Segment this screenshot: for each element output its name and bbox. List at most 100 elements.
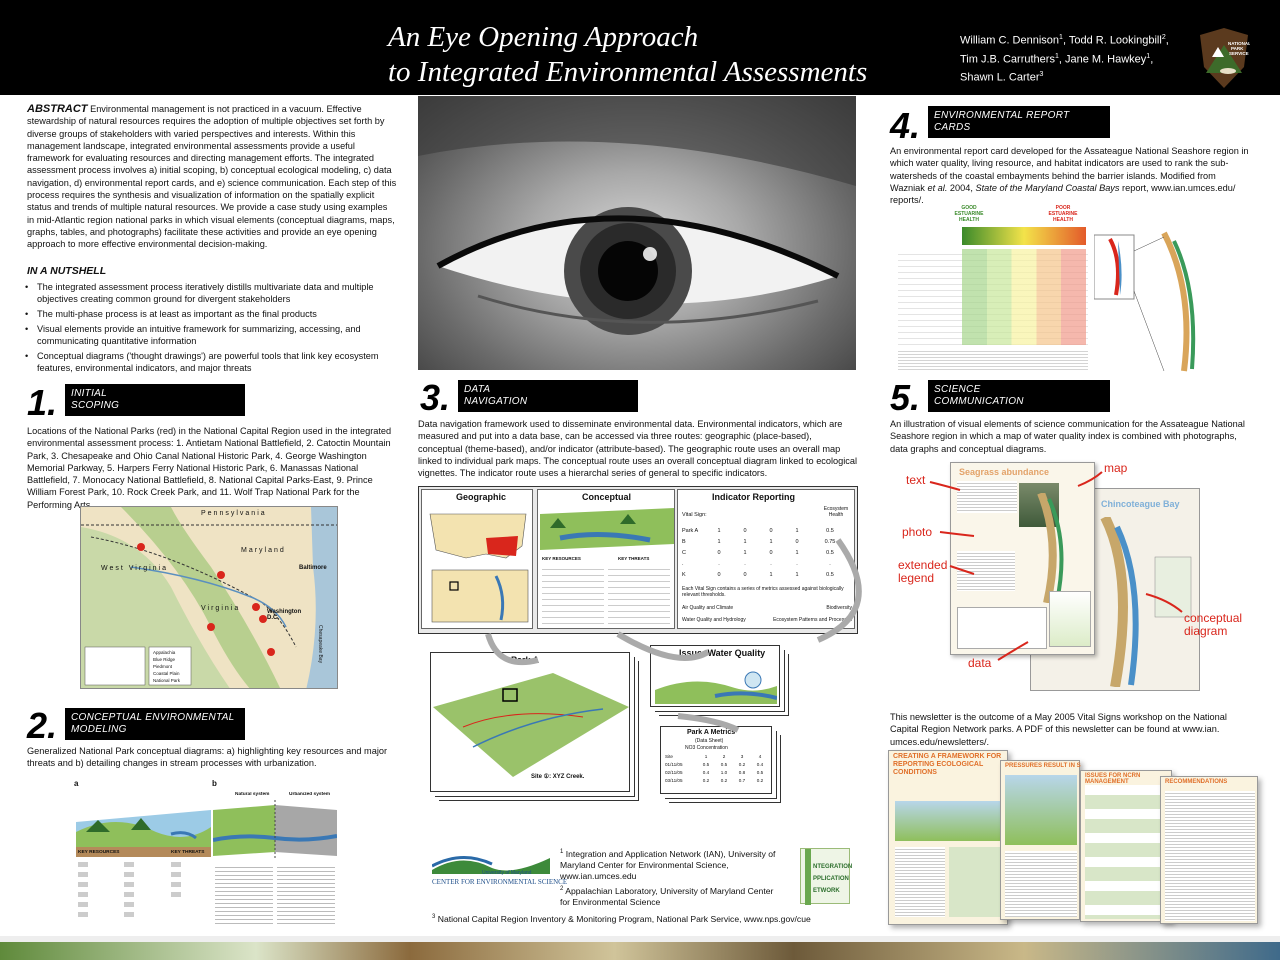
- affiliation-3: 3 National Capital Region Inventory & Mo…: [432, 913, 811, 924]
- geographic-panel: Geographic: [421, 489, 533, 629]
- poster-header: An Eye Opening Approach to Integrated En…: [0, 0, 1280, 95]
- author-list: William C. Dennison1, Todd R. Lookingbil…: [960, 34, 1169, 84]
- section-4-text: An environmental report card developed f…: [890, 146, 1249, 206]
- issue-heading: Issue: Water Quality: [679, 648, 766, 658]
- conceptual-diagram-a: KEY RESOURCES KEY THREATS: [76, 792, 211, 930]
- metrics-parameter: NO3 Concentration: [685, 745, 728, 751]
- nutshell-list: The integrated assessment process iterat…: [22, 281, 394, 377]
- map-label: Baltimore: [299, 565, 327, 571]
- newsletter-thumb-4: RECOMMENDATIONS: [1160, 776, 1258, 924]
- nutshell-heading: IN A NUTSHELL: [27, 265, 107, 277]
- newsletter-page-front: Seagrass abundance: [950, 462, 1095, 655]
- seagrass-title: Seagrass abundance: [959, 467, 1050, 477]
- section-5-text: An illustration of visual elements of sc…: [890, 419, 1245, 454]
- newsletter-thumb-title: PRESSURES RESULT IN S: [1005, 763, 1081, 769]
- navigation-framework: Geographic Conceptual KEY RESOURCES KEY …: [418, 486, 858, 634]
- section-3-number: 3.: [420, 377, 451, 418]
- map-label: Pennsylvania: [201, 510, 267, 517]
- svg-text:NATIONAL: NATIONAL: [1228, 41, 1250, 46]
- list-item: The multi-phase process is at least as i…: [22, 308, 394, 320]
- list-item: The integrated assessment process iterat…: [22, 281, 394, 305]
- umces-logo-text: University of Maryland: [482, 870, 532, 876]
- callout-legend: extended legend: [898, 558, 948, 585]
- map-label: Washington D.C.: [267, 609, 302, 621]
- urbanized-system-label: Urbanized system: [289, 792, 331, 797]
- list-item: Conceptual diagrams ('thought drawings')…: [22, 350, 394, 374]
- affiliation-1: 1 Integration and Application Network (I…: [560, 848, 776, 881]
- natural-system-label: Natural system: [235, 792, 270, 797]
- geographic-heading: Geographic: [456, 492, 507, 502]
- report-card-figure: GOOD ESTUARINE HEALTH POOR ESTUARINE HEA…: [898, 205, 1250, 373]
- good-health-label: GOOD ESTUARINE HEALTH: [954, 205, 984, 223]
- map-label: Maryland: [241, 547, 286, 554]
- newsletter-thumb-title: RECOMMENDATIONS: [1165, 779, 1228, 785]
- section-2-number: 2.: [27, 705, 58, 746]
- poster-title: An Eye Opening Approach to Integrated En…: [388, 21, 868, 88]
- callout-data: data: [968, 656, 992, 670]
- park-a-map: Park A Site ①: XYZ Creek.: [430, 652, 630, 792]
- newsletter-thumb-1: CREATING A FRAMEWORK FOR REPORTING ECOLO…: [888, 750, 1008, 925]
- callout-photo: photo: [902, 525, 933, 539]
- umces-logo-name: CENTER FOR ENVIRONMENTAL SCIENCE: [432, 878, 568, 886]
- flow-arrows: [485, 538, 862, 733]
- indicator-heading: Indicator Reporting: [712, 492, 795, 502]
- section-2-text: Generalized National Park conceptual dia…: [27, 746, 388, 769]
- section-4-number: 4.: [890, 105, 921, 146]
- section-1-text: Locations of the National Parks (red) in…: [27, 426, 392, 510]
- nps-arrowhead-logo: NATIONAL PARK SERVICE: [1200, 28, 1250, 88]
- svg-text:SERVICE: SERVICE: [1229, 51, 1249, 56]
- eye-photo: [418, 96, 856, 370]
- umces-logo: [432, 855, 550, 874]
- callout-text: text: [906, 473, 926, 487]
- newsletter-thumb-3: ISSUES FOR NCRN MANAGEMENT: [1080, 770, 1172, 922]
- key-resources-heading: KEY RESOURCES: [542, 556, 581, 561]
- site-caption: Site ①: XYZ Creek.: [531, 774, 585, 780]
- svg-text:PARK: PARK: [1231, 46, 1244, 51]
- conceptual-heading: Conceptual: [582, 492, 632, 502]
- affiliation-2: 2 Appalachian Laboratory, University of …: [560, 885, 774, 907]
- callout-map: map: [1104, 461, 1128, 475]
- key-threats-heading: KEY THREATS: [171, 850, 205, 855]
- figure-label-a: a: [74, 779, 79, 788]
- figure-label-b: b: [212, 779, 217, 788]
- map-label: Virginia: [201, 605, 241, 612]
- section-1-number: 1.: [27, 382, 58, 423]
- vital-sign-label: Vital Sign:: [682, 512, 707, 518]
- conceptual-diagram-b: Natural system Urbanized system: [213, 792, 337, 930]
- section-5-number: 5.: [890, 377, 921, 418]
- newsletter-thumb-title: ISSUES FOR NCRN MANAGEMENT: [1085, 773, 1141, 785]
- table-row: ......: [682, 561, 831, 567]
- metrics-title: Park A Metrics: [687, 729, 736, 736]
- metrics-subtitle: (Data Sheet): [695, 738, 724, 744]
- indicator-panel: Indicator Reporting Vital Sign: Ecosyste…: [677, 489, 855, 629]
- callout-arrows: [929, 471, 1183, 661]
- section-3-text: Data navigation framework used to dissem…: [418, 419, 858, 479]
- vital-sign-note: Each Vital Sign contains a series of met…: [682, 586, 844, 598]
- newsletter-thumb-2: PRESSURES RESULT IN S: [1000, 760, 1081, 920]
- map-label: West Virginia: [101, 565, 168, 572]
- abstract: ABSTRACT Environmental management is not…: [27, 103, 397, 250]
- bottom-stripe: [0, 936, 1280, 942]
- metrics-data-sheet: Park A Metrics (Data Sheet) NO3 Concentr…: [660, 726, 772, 794]
- region-map: Pennsylvania Maryland West Virginia Virg…: [80, 506, 338, 689]
- ecosystem-health-label: Ecosystem Health: [823, 506, 849, 518]
- key-resources-heading: KEY RESOURCES: [78, 850, 120, 855]
- chincoteague-title: Chincoteague Bay: [1101, 499, 1180, 509]
- key-threats-heading: KEY THREATS: [618, 556, 650, 561]
